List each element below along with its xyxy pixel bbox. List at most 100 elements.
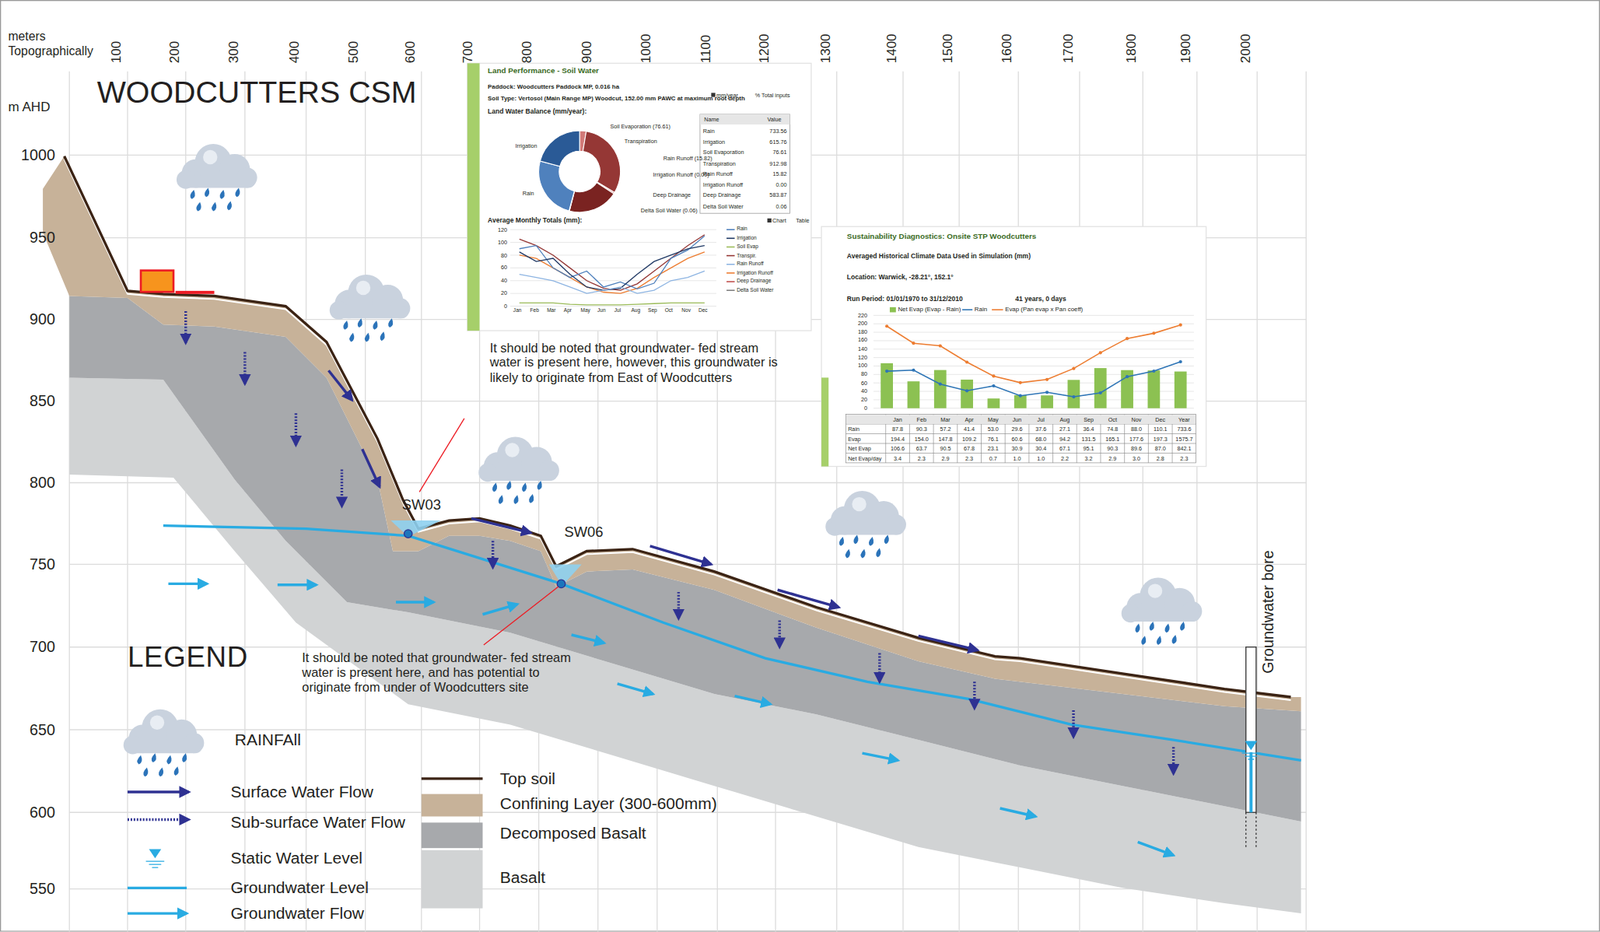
chart-axis-label: 60 [847,379,868,386]
panel-background [467,63,812,331]
series-point [1151,369,1156,373]
series-key [726,246,735,249]
groundwater-level-sample [127,886,187,890]
table-cell: Jun [1004,416,1030,423]
chart-axis-label: 20 [491,290,508,297]
table-cell: 1.0 [1004,454,1030,461]
distance-tick: 700 [461,41,477,64]
grid-line [873,332,1194,333]
chart-axis-label: Apr [563,308,572,315]
donut-chart [539,130,621,213]
subsurface-flow-arrow [677,591,680,619]
series-point [1151,331,1156,335]
distance-tick: 1800 [1124,33,1141,64]
table-cell: 68.0 [1029,435,1054,442]
legend-swatch [421,822,484,848]
table-cell: 87.8 [885,425,911,432]
table-cell: 63.7 [909,444,934,452]
table-cell: Irrigation Runoff [703,181,743,188]
rain-drop [204,187,210,197]
rain-drop [868,536,874,547]
table-cell: 0.7 [980,454,1005,461]
series-point [1071,367,1075,371]
building [140,270,174,293]
table-cell: 615.76 [749,138,787,145]
cloud-base [479,468,558,481]
table-cell: Soil Evaporation [703,149,745,156]
table-cell: 106.6 [885,444,911,452]
donut-segment [582,131,620,193]
grid-line [1305,71,1307,932]
table-cell: 197.3 [1148,435,1173,442]
rain-drop [1134,623,1140,634]
rain-drop [839,536,844,547]
chart-axis-label: Aug [630,308,641,315]
climate-series [886,325,1181,383]
chart-axis-label: 100 [491,238,508,246]
table-cell: Delta Soil Water [703,202,744,209]
distance-tick: 400 [287,41,304,64]
table-cell: 41.4 [957,425,982,432]
bore-screen [1246,812,1257,849]
chart-axis-label: 140 [847,345,868,352]
table-frame [846,414,1197,463]
elevation-tick: 1000 [0,146,56,165]
topsoil-sample [421,777,484,780]
rain-drop [234,187,240,197]
chart-axis-label: 60 [491,264,508,271]
chart-axis-label: Jul [614,308,621,315]
surface-flow-arrow [777,589,840,607]
grid-line [873,357,1194,358]
series-key [726,228,735,231]
groundwater-flow-arrow [127,911,187,914]
table-cell: 842.1 [1172,444,1197,452]
climate-table [846,414,1197,463]
chart-series [519,245,705,291]
table-cell: 36.4 [1076,425,1101,432]
legend-heading: LEGEND [127,640,249,674]
grid-line [510,229,717,231]
table-cell: 60.6 [1004,435,1030,442]
surface-flow-arrow [918,635,978,650]
rain-drop [506,480,512,491]
rain-drop [513,494,519,505]
axis-title: m AHD [7,100,50,116]
donut-segment [539,161,575,211]
net-evap-bar [934,370,947,409]
chart-axis-label: Feb [530,308,540,315]
panel-stripe [821,377,829,466]
grid-line [510,280,717,281]
table-cell: 194.4 [885,435,911,442]
distance-tick: 1900 [1178,33,1194,64]
chart-axis-label: 120 [847,353,868,361]
groundwater-flow-arrow [168,582,207,585]
distance-tick: 1500 [941,33,957,64]
table-cell: Net Evap [847,444,872,452]
table-cell: 94.2 [1053,435,1078,442]
chart-axis-label: 40 [847,387,868,394]
spring-point [403,529,412,538]
cloud-highlight [504,442,519,457]
static-water-symbol [1244,740,1257,750]
chart-axis-label: 80 [491,251,508,258]
cloud-base [177,175,256,189]
table-cell: Oct [1100,416,1125,423]
series-point [1018,381,1023,385]
data-table-frame [700,114,790,214]
legend-label: Static Water Level [230,848,363,868]
legend-label: Groundwater Level [230,878,368,898]
rain-drop [227,200,232,211]
rain-drop [158,767,164,778]
series-label: Evap (Pan evap x Pan coeff) [1004,306,1083,314]
table-cell: Aug [1053,416,1078,423]
rain-drop [136,755,142,765]
table-cell: 2.3 [1172,454,1197,461]
rain-drop [492,483,498,493]
bore-water [1249,752,1253,813]
table-rule [846,452,1197,454]
table-cell: 3.0 [1124,454,1149,461]
site-label: SW03 [402,496,442,513]
series-point [911,368,915,372]
table-cell: 2.3 [957,454,982,461]
toggle-label: Table [795,217,809,224]
